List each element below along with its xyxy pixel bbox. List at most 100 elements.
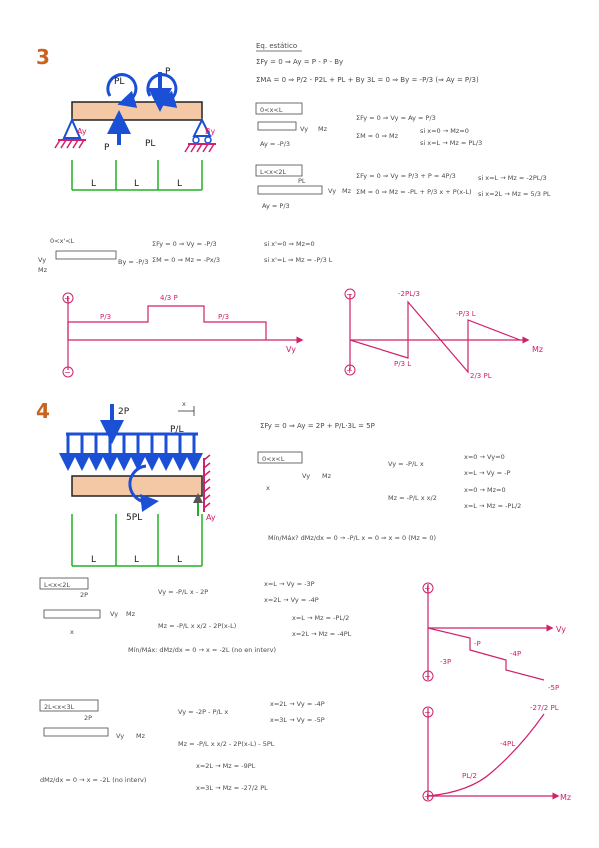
vcase-4-2-a: x=L → Vy = -3P [264, 580, 315, 588]
fb-4-3-v: Vy [116, 732, 124, 740]
support-label-ay-4: Ay [206, 513, 216, 522]
eq-v-3-1: ΣFy = 0 ⇒ Vy = Ay = P/3 [356, 114, 436, 122]
load-label-pl-1: PL [114, 77, 124, 87]
shear-curve-4 [427, 627, 545, 681]
sign-plus-shear-4: + [424, 584, 431, 593]
shear-diagram-4: + − -P -3P -4P -5P Vy [422, 582, 566, 692]
eq-v-3-2: ΣFy = 0 ⇒ Vy = P/3 + P = 4P/3 [356, 172, 456, 180]
moment-curve-4 [427, 713, 545, 797]
coord-x-4: x [182, 400, 186, 408]
fb-3-2-v: Vy [328, 187, 336, 195]
case-3-1-a: si x=0 → Mz=0 [420, 127, 469, 135]
range-box-3-2 [255, 164, 303, 177]
load-label-pl-dist: P/L [170, 425, 183, 435]
range-label-4-3: 2L<x<3L [44, 703, 75, 711]
range-box-4-3 [39, 699, 99, 712]
eq-m-4-2: Mz = -P/L x x/2 - 2P(x-L) [158, 622, 236, 630]
range-box-3-1 [255, 102, 303, 115]
vcase-4-1-b: x=L → Vy = -P [464, 469, 511, 477]
eq-m-4-1: Mz = -P/L x x/2 [388, 494, 437, 502]
extreme-4-3: dMz/dx = 0 → x = -2L (no interv) [40, 776, 146, 784]
shear-curve-3 [67, 305, 267, 340]
beam-3 [71, 101, 203, 121]
sign-minus-moment-3: − [346, 290, 353, 299]
eq-v-3-3: ΣFy = 0 ⇒ Vy = -P/3 [152, 240, 217, 248]
span-label-1: L [91, 179, 96, 189]
range-label-4-2: L<x<2L [44, 581, 70, 589]
moment-diagram-4: − + -27/2 PL -4PL PL/2 Mz [422, 704, 571, 802]
fb-4-2-2p: 2P [80, 591, 88, 599]
fb-3-2-ay: Ay = P/3 [262, 202, 290, 210]
shear-label-4-3: -4P [510, 650, 521, 658]
shear-label-4-4: -5P [548, 684, 559, 692]
range-label-3-1: 0<x<L [260, 106, 283, 114]
fb-4-3-2p: 2P [84, 714, 92, 722]
fb-4-3-m: Mz [136, 732, 146, 740]
fb-3-3-m: Mz [38, 266, 48, 274]
span-label-2: L [134, 179, 139, 189]
eq-v-4-3: Vy = -2P - P/L x [178, 708, 228, 716]
fb-3-3-v: Vy [38, 256, 46, 264]
fb-4-1-x: x [266, 484, 270, 492]
fb-3-3-by: By = -P/3 [118, 258, 148, 266]
load-label-p-2: P [104, 143, 110, 153]
sign-plus-moment-4: + [424, 792, 431, 801]
shear-diagram-3: + − P/3 4/3 P P/3 Vy [62, 292, 304, 378]
eq-v-4-2: Vy = -P/L x - 2P [158, 588, 208, 596]
fb-4-1-m: Mz [322, 472, 332, 480]
mcase-4-3-b: x=3L → Mz = -27/2 PL [196, 784, 268, 792]
fb-4-2-m: Mz [126, 610, 136, 618]
fb-4-2-v: Vy [110, 610, 118, 618]
static-title-3: Eq. estático [256, 42, 297, 50]
span-label-4-3: L [177, 555, 182, 565]
fb-3-1-m: Mz [318, 125, 328, 133]
axis-label-vy-3: Vy [286, 345, 296, 354]
mcase-4-2-b: x=2L → Mz = -4PL [292, 630, 352, 638]
moment-label-3-4: 2/3 PL [470, 372, 492, 380]
eq-m-3-2: ΣM = 0 ⇒ Mz = -PL + P/3 x + P(x-L) [356, 188, 472, 196]
pin-support-a [62, 117, 82, 139]
load-label-5pl: 5PL [126, 513, 142, 523]
fb-4-2-x: x [70, 628, 74, 636]
sign-minus-shear-4: − [424, 672, 431, 681]
vcase-4-3-b: x=3L → Vy = -5P [270, 716, 325, 724]
fb-3-2-m: Mz [342, 187, 352, 195]
mcase-4-1-a: x=0 → Mz=0 [464, 486, 506, 494]
problem-number-4: 4 [36, 399, 50, 423]
moment-label-3-3: P/3 L [394, 360, 411, 368]
case-3-3-a: si x'=0 ⇒ Mz=0 [264, 240, 315, 248]
static-line-3-2: ΣMA = 0 ⇒ P/2 - P2L + PL + By 3L = 0 ⇒ B… [256, 76, 479, 84]
moment-label-4-1: -27/2 PL [530, 704, 559, 712]
eq-m-4-3: Mz = -P/L x x/2 - 2P(x-L) - 5PL [178, 740, 275, 748]
span-label-4-1: L [91, 555, 96, 565]
shear-label-4-1: -P [474, 640, 481, 648]
fb-4-1-v: Vy [302, 472, 310, 480]
vcase-4-2-b: x=2L → Vy = -4P [264, 596, 319, 604]
axis-label-vy-4: Vy [556, 625, 566, 634]
sign-plus-moment-3: + [346, 366, 353, 375]
fb-3-1-ay: Ay = -P/3 [260, 140, 290, 148]
shear-label-4-2: -3P [440, 658, 451, 666]
static-line-4: ΣFy = 0 ⇒ Ay = 2P + P/L·3L = 5P [260, 422, 375, 430]
roller-support-b [192, 117, 212, 137]
moment-label-3-2: -P/3 L [456, 310, 476, 318]
case-3-2-a: si x=L → Mz = -2PL/3 [478, 174, 547, 182]
load-label-p-1: P [165, 67, 171, 77]
problem-number-3: 3 [36, 45, 50, 69]
span-label-3: L [177, 179, 182, 189]
mcase-4-2-a: x=L → Mz = -PL/2 [292, 614, 349, 622]
eq-m-3-3: ΣM = 0 ⇒ Mz = -Px/3 [152, 256, 220, 264]
moment-label-3-1: -2PL/3 [398, 290, 420, 298]
axis-label-mz-4: Mz [560, 793, 571, 802]
beam-figure-4: 2P P/L 5PL Ay x L L L [59, 400, 216, 567]
span-label-4-2: L [134, 555, 139, 565]
static-line-3-1: ΣFy = 0 ⇒ Ay = P - P - By [256, 58, 343, 66]
eq-m-3-1: ΣM = 0 ⇒ Mz [356, 132, 399, 140]
sign-minus-moment-4: − [424, 708, 431, 717]
vcase-4-1-a: x=0 → Vy=0 [464, 453, 505, 461]
fb-3-2-pl: PL [298, 177, 306, 185]
fb-3-1-v: Vy [300, 125, 308, 133]
range-label-3-3: 0<x'<L [50, 237, 75, 245]
case-3-3-b: si x'=L ⇒ Mz = -P/3 L [264, 256, 333, 264]
